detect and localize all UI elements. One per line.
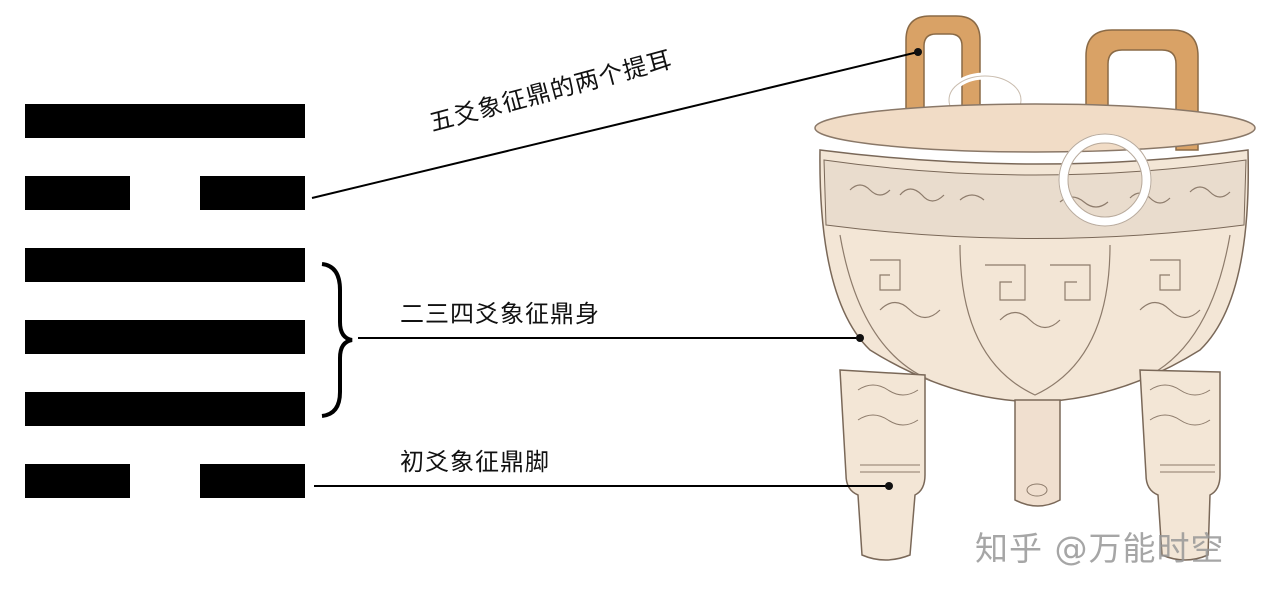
pointer-dot-feet: [885, 482, 893, 490]
ding-center-leg: [1014, 399, 1061, 507]
hexagram-line-5-yin-right: [200, 176, 305, 210]
hexagram-line-5-yin-left: [25, 176, 130, 210]
hexagram-line-1-yin-right: [200, 464, 305, 498]
leader-line-fifth: [311, 51, 919, 199]
watermark: 知乎 @万能时空: [975, 529, 1225, 568]
hexagram-line-1-yin-left: [25, 464, 130, 498]
ding-illustration: [814, 15, 1256, 561]
curly-brace: [321, 262, 353, 418]
label-middle-lines: 二三四爻象征鼎身: [400, 300, 600, 328]
ding-front-ring: [1058, 133, 1152, 227]
pointer-dot-fifth: [914, 48, 922, 56]
hexagram-line-4-yang: [25, 248, 305, 282]
hexagram-line-6-yang: [25, 104, 305, 138]
hexagram-line-2-yang: [25, 392, 305, 426]
hexagram-line-3-yang: [25, 320, 305, 354]
pointer-dot-body: [856, 334, 864, 342]
ding-rim: [814, 103, 1256, 153]
label-first-line: 初爻象征鼎脚: [400, 448, 550, 476]
ding-decor-band: [823, 159, 1247, 239]
